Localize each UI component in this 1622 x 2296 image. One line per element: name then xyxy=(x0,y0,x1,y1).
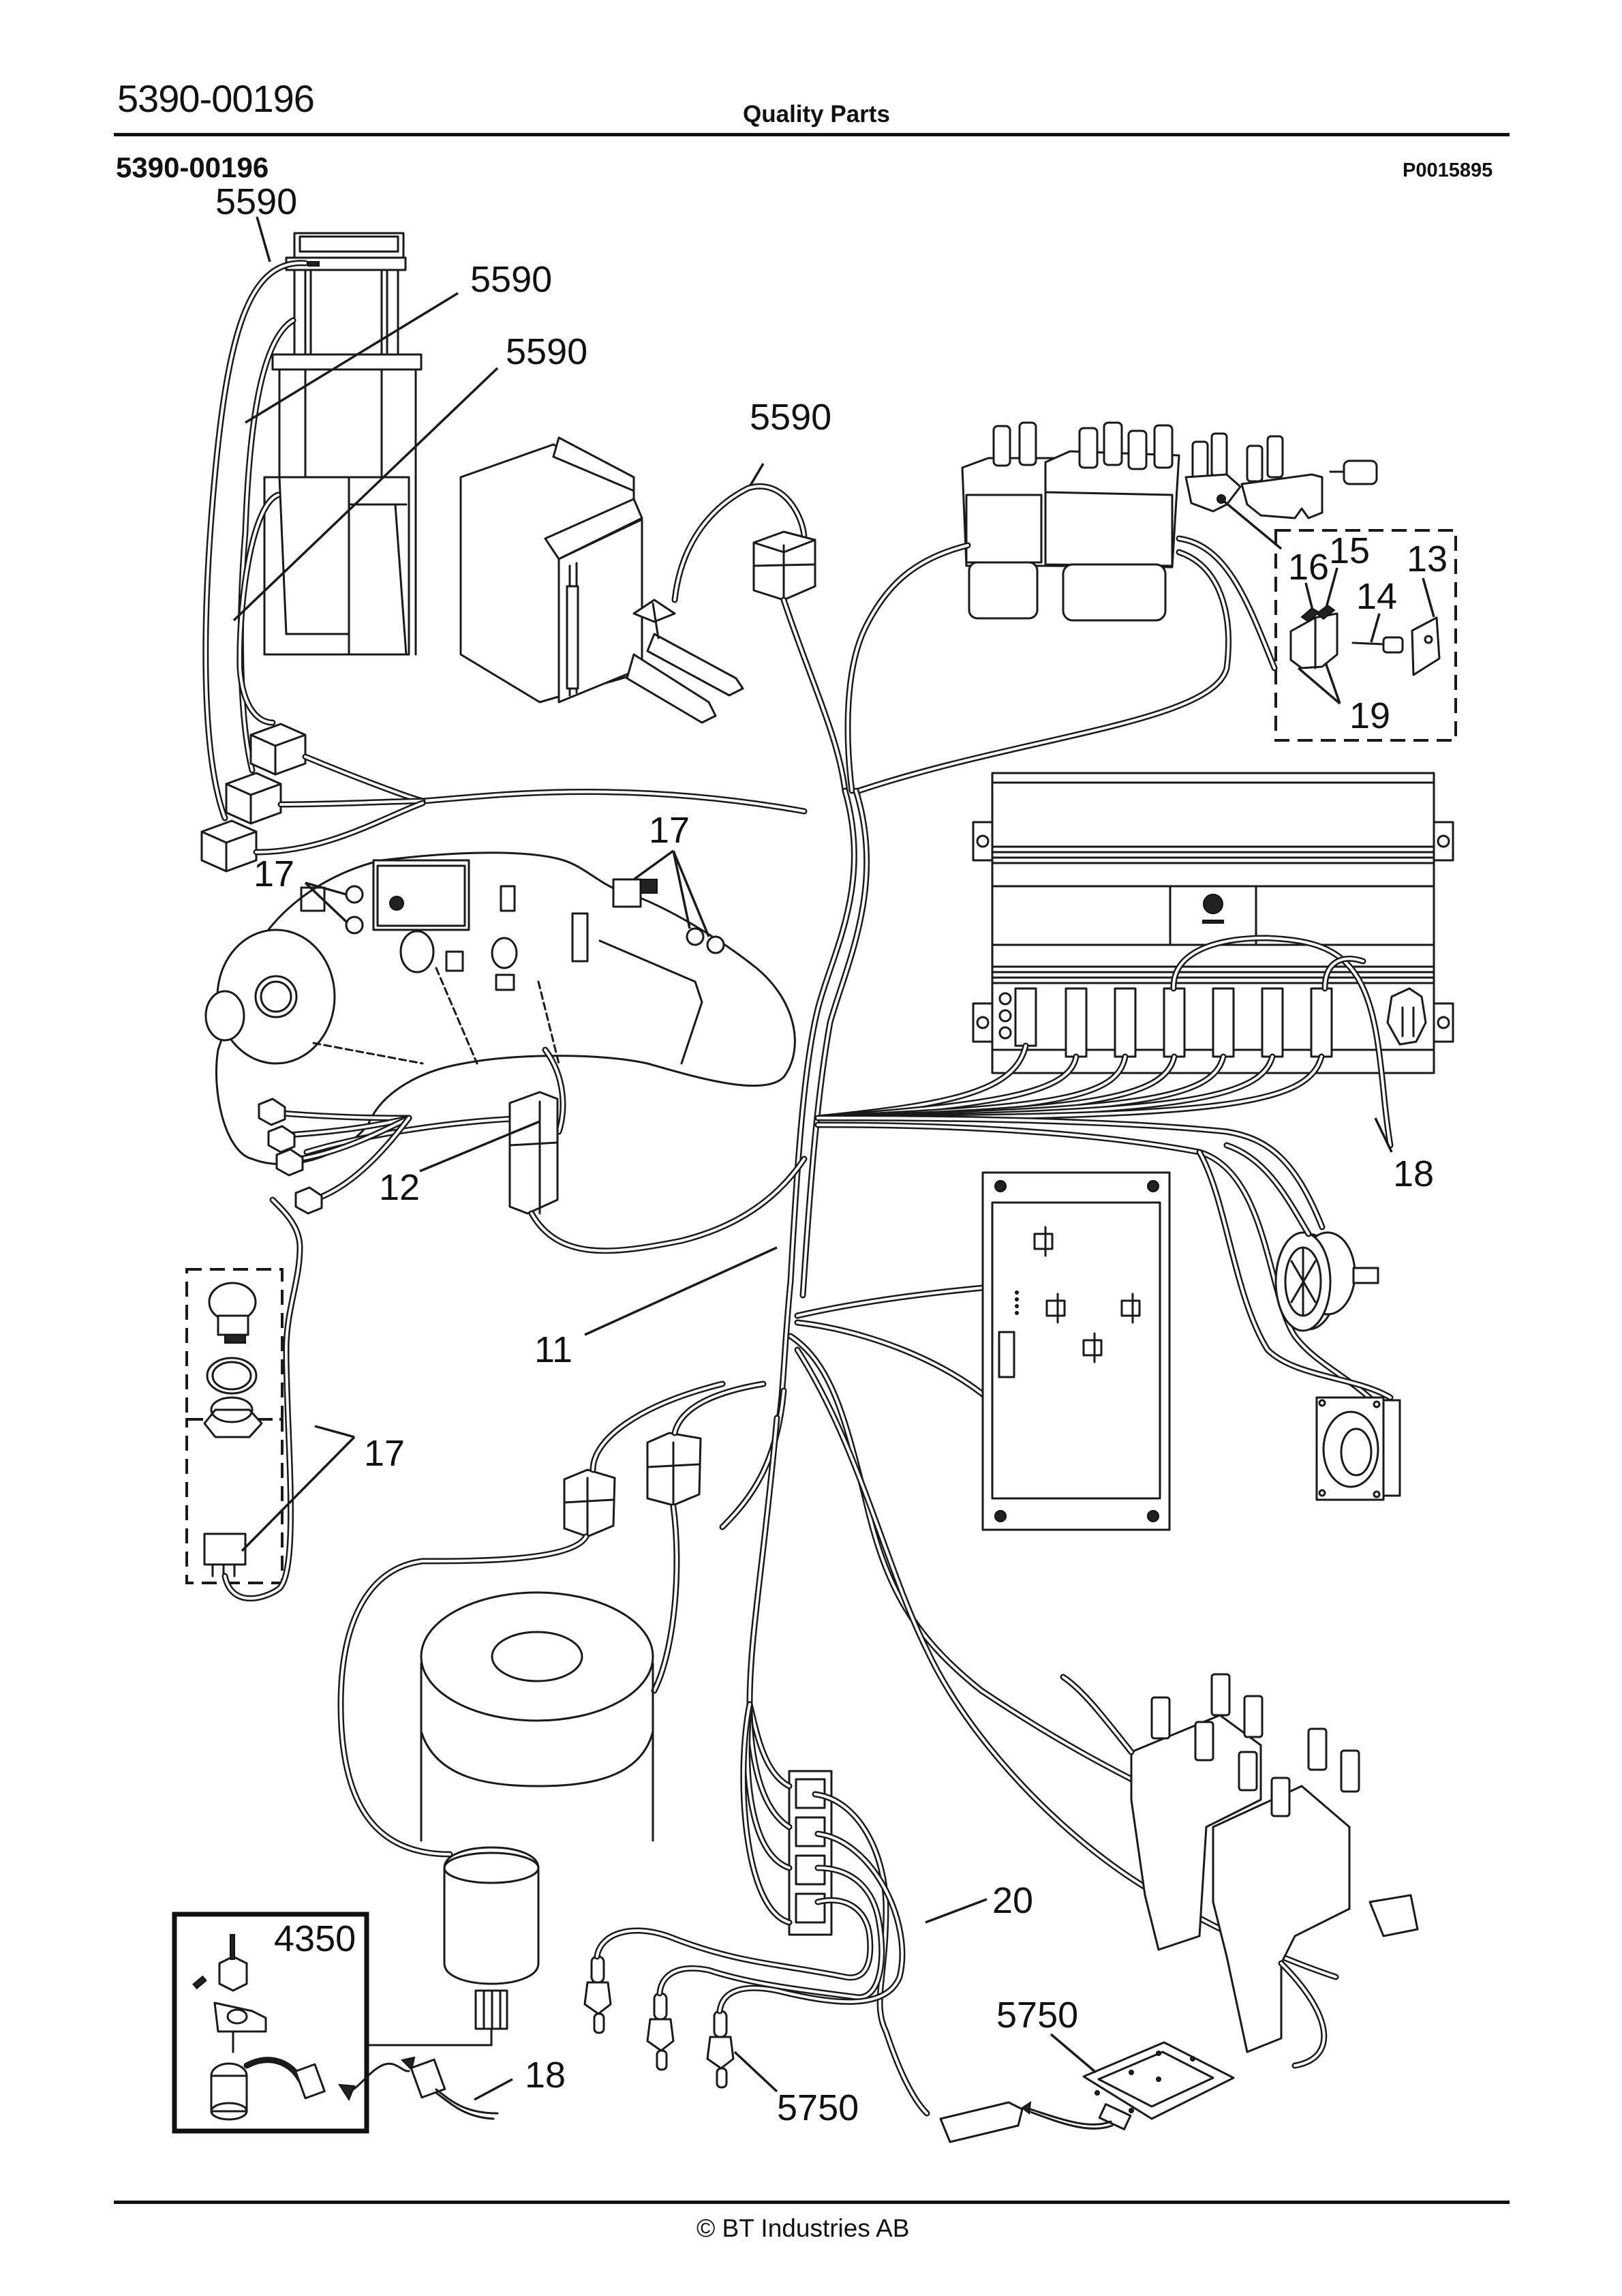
callout-13: 13 xyxy=(1407,539,1448,579)
callout-19: 19 xyxy=(1349,695,1390,736)
callout-5590-mast-b: 5590 xyxy=(506,331,587,372)
leader-20 xyxy=(925,1898,988,1924)
truck-cable xyxy=(671,483,848,794)
callout-18-controller: 18 xyxy=(1393,1153,1434,1194)
callout-12: 12 xyxy=(379,1167,420,1208)
callout-20: 20 xyxy=(992,1880,1033,1921)
leader-5590-mast-b xyxy=(232,367,499,622)
mast-harness xyxy=(253,753,808,856)
proximity-sensors[interactable] xyxy=(583,1830,906,2089)
cable-harness-main[interactable] xyxy=(774,787,1380,1435)
panel-leaders-17 xyxy=(304,849,710,937)
horn[interactable] xyxy=(1274,1231,1379,1332)
callout-16: 16 xyxy=(1288,547,1329,588)
callout-4350: 4350 xyxy=(274,1918,356,1959)
leader-5590-truck xyxy=(749,463,765,486)
leader-12 xyxy=(419,1120,540,1173)
callout-11: 11 xyxy=(534,1329,572,1370)
fuse-holder[interactable] xyxy=(740,1701,930,2117)
footer-copyright: © BT Industries AB xyxy=(697,2214,910,2242)
leader-18-controller xyxy=(1374,1117,1393,1153)
mast-cables xyxy=(202,260,309,821)
harness-connectors-lower xyxy=(337,1380,767,1858)
diagram-part-number: 5390-00196 xyxy=(116,151,269,183)
mast-assembly[interactable] xyxy=(263,232,423,656)
mast-connectors xyxy=(200,723,307,873)
leader-18-sensor xyxy=(474,2078,513,2101)
callout-15: 15 xyxy=(1329,530,1370,571)
drive-motor[interactable] xyxy=(420,1591,654,2030)
contactor-cables xyxy=(1060,1674,1328,2069)
leader-5750-plate xyxy=(1050,2033,1097,2074)
main-contactors[interactable] xyxy=(1130,1673,1419,2053)
drawing-reference: P0015895 xyxy=(1403,160,1493,181)
controller-loop-cable xyxy=(1170,935,1394,1149)
callout-5590-truck: 5590 xyxy=(750,397,831,438)
microswitch-kit[interactable] xyxy=(1274,529,1457,742)
fan-horn-cables xyxy=(1196,1142,1394,1401)
sensor-cable[interactable] xyxy=(338,2056,499,2120)
contactor-block-top[interactable] xyxy=(961,421,1378,622)
pushbutton-switch-kit[interactable] xyxy=(185,1196,303,1602)
leader-microswitch-detail xyxy=(1220,498,1283,550)
callout-5750-sensors: 5750 xyxy=(777,2087,859,2128)
callout-5590-top: 5590 xyxy=(215,181,297,222)
leader-5590-top xyxy=(256,216,271,262)
leader-11 xyxy=(584,1246,778,1336)
callout-5750-plate: 5750 xyxy=(996,1995,1078,2036)
header-divider xyxy=(114,133,1510,136)
footer-divider xyxy=(114,2201,1510,2204)
cable-harness-panel[interactable] xyxy=(258,1046,808,1254)
leader-5590-mast-a xyxy=(245,292,459,424)
motor-controller-plate[interactable] xyxy=(981,1171,1171,1531)
callout-17-right: 17 xyxy=(649,810,690,851)
callout-5590-mast-a: 5590 xyxy=(470,259,552,300)
logic-controller-box[interactable] xyxy=(972,772,1454,1074)
callout-17-left: 17 xyxy=(254,854,294,894)
switch-kit-leaders xyxy=(241,1425,356,1552)
sensor-plate[interactable] xyxy=(939,2041,1235,2143)
contactor-cables xyxy=(844,535,1278,794)
microswitch-leaders xyxy=(1297,567,1435,705)
leader-5750-sensors xyxy=(733,2051,778,2093)
header-title: Quality Parts xyxy=(743,101,890,127)
callout-18-sensor: 18 xyxy=(525,2055,566,2096)
control-handle-panel[interactable] xyxy=(204,851,796,1166)
pallet-truck[interactable] xyxy=(459,436,744,724)
header-part-number: 5390-00196 xyxy=(117,77,315,120)
cooling-fan[interactable] xyxy=(1315,1396,1401,1501)
callout-17-switch: 17 xyxy=(364,1433,405,1474)
callout-14: 14 xyxy=(1356,576,1397,617)
encoder-sensor-kit[interactable] xyxy=(172,1912,369,2134)
